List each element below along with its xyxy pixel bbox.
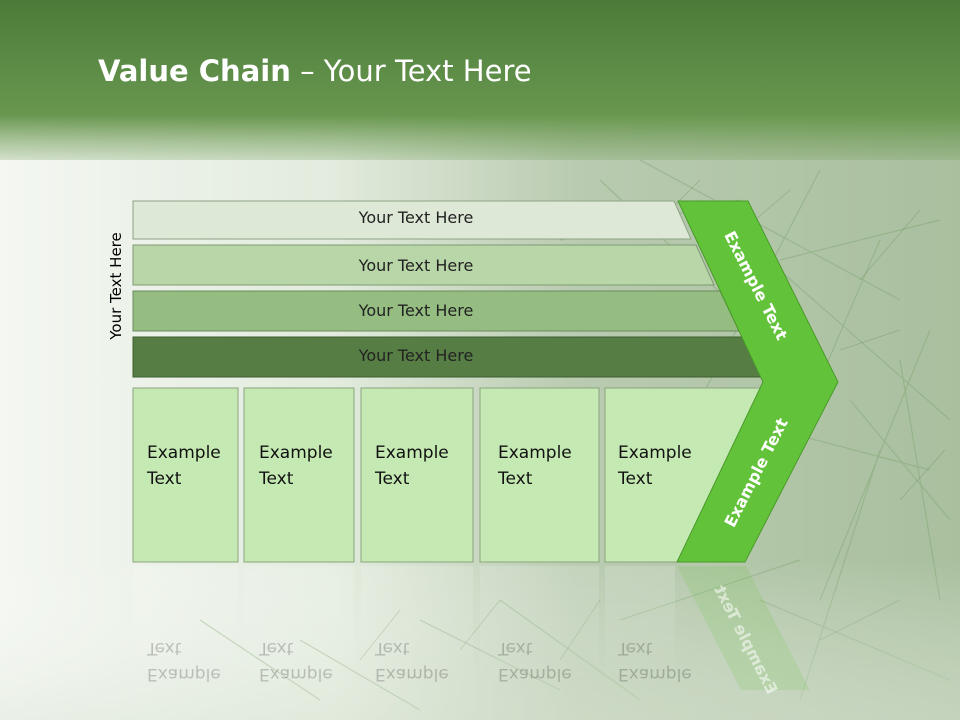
row-bar-1 — [132, 200, 692, 240]
cell-box-3 — [360, 387, 474, 563]
chevron-arrow — [676, 200, 839, 563]
title-bold: Value Chain — [98, 54, 291, 88]
title-rest: – Your Text Here — [290, 54, 532, 88]
reflection — [133, 566, 810, 690]
cell-box-4 — [479, 387, 600, 563]
row-label-1: Your Text Here — [358, 208, 474, 227]
cell-box-1 — [132, 387, 239, 563]
cell-box-2 — [243, 387, 355, 563]
slide-title: Value Chain – Your Text Here — [98, 54, 532, 88]
title-banner — [0, 0, 960, 160]
row-label-3: Your Text Here — [358, 301, 474, 320]
row-label-4: Your Text Here — [358, 346, 474, 365]
row-label-2: Your Text Here — [358, 256, 474, 275]
row-bar-2 — [132, 244, 715, 286]
